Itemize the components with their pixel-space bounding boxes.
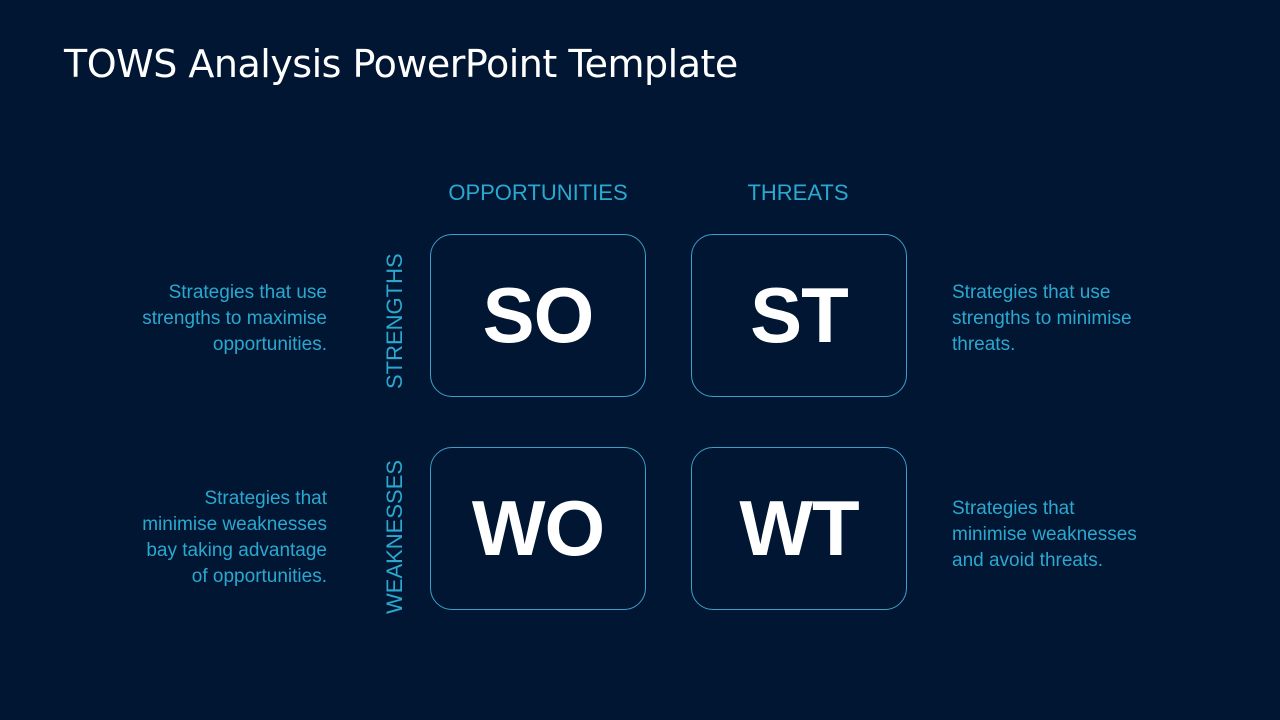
- column-header-threats: THREATS: [747, 180, 849, 205]
- quadrant-so: SO: [430, 234, 646, 397]
- row-header-strengths: STRENGTHS: [382, 253, 407, 389]
- slide-title: TOWS Analysis PowerPoint Template: [64, 42, 738, 86]
- description-line: and avoid threats.: [952, 550, 1104, 571]
- description-line: Strategies that: [204, 488, 327, 509]
- description-line: bay taking advantage: [146, 540, 327, 561]
- quadrant-st: ST: [691, 234, 907, 397]
- description-line: strengths to maximise: [142, 308, 327, 329]
- column-header-opportunities: OPPORTUNITIES: [448, 180, 628, 205]
- description-wo: Strategies that minimise weaknesses bay …: [142, 486, 327, 590]
- description-line: of opportunities.: [191, 566, 327, 587]
- quadrant-so-label: SO: [482, 271, 595, 359]
- description-line: minimise weaknesses: [952, 524, 1137, 545]
- quadrant-st-label: ST: [750, 271, 849, 359]
- quadrant-wo: WO: [430, 447, 646, 610]
- quadrant-wt-label: WT: [739, 484, 859, 572]
- description-line: strengths to minimise: [952, 308, 1132, 329]
- row-header-weaknesses: WEAKNESSES: [382, 459, 407, 614]
- description-st: Strategies that use strengths to minimis…: [952, 280, 1132, 358]
- description-wt: Strategies that minimise weaknesses and …: [952, 496, 1137, 574]
- description-so: Strategies that use strengths to maximis…: [142, 280, 327, 358]
- description-line: Strategies that use: [952, 282, 1111, 303]
- description-line: Strategies that use: [168, 282, 327, 303]
- description-line: minimise weaknesses: [142, 514, 327, 535]
- quadrant-wt: WT: [691, 447, 907, 610]
- description-line: opportunities.: [212, 334, 327, 355]
- description-line: Strategies that: [952, 498, 1075, 519]
- quadrant-wo-label: WO: [471, 484, 605, 572]
- description-line: threats.: [952, 334, 1016, 355]
